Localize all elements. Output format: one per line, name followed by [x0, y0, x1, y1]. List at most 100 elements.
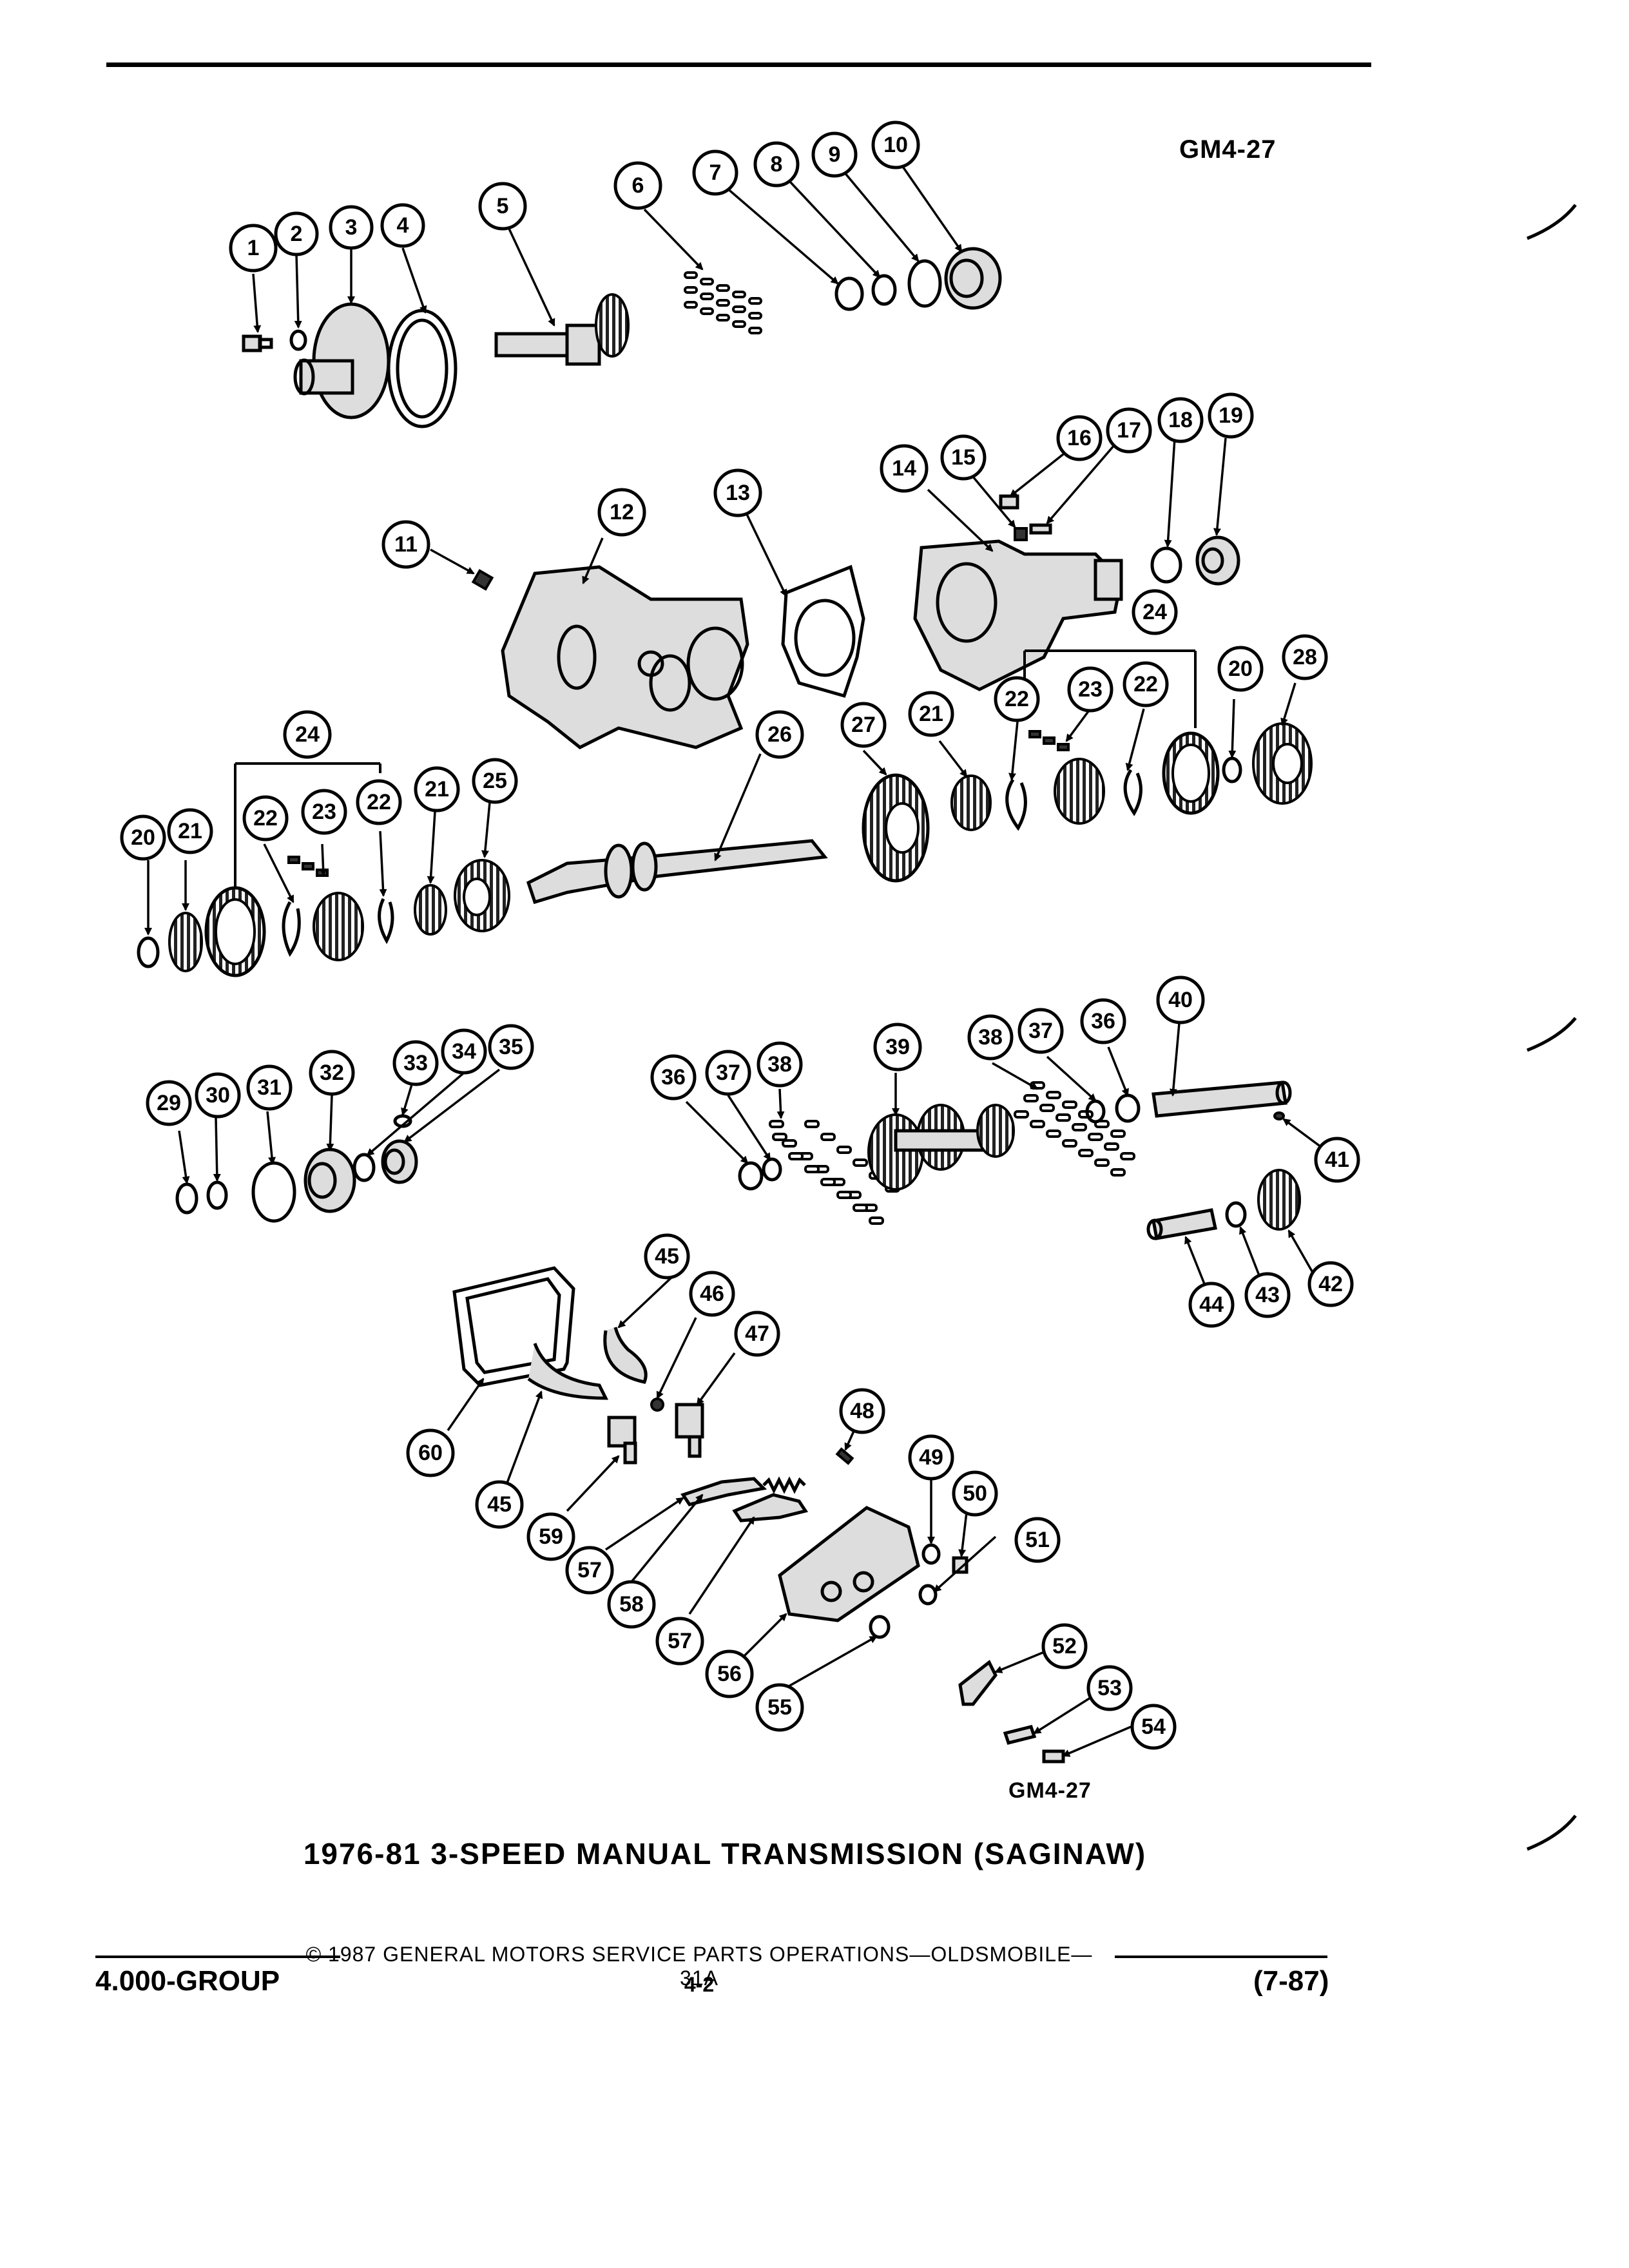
svg-text:22: 22 [1133, 672, 1158, 697]
callout-5: 5 [478, 182, 527, 231]
svg-text:48: 48 [850, 1399, 874, 1423]
svg-text:51: 51 [1025, 1528, 1050, 1552]
part-washer-7 [834, 276, 864, 311]
part-washer-51 [918, 1584, 938, 1606]
part-shift-lever-47 [675, 1403, 704, 1458]
callout-17: 17 [1106, 407, 1152, 454]
svg-text:29: 29 [157, 1091, 181, 1115]
part-washer-2 [289, 329, 307, 351]
callout-37b: 37 [1017, 1008, 1064, 1054]
part-bearing-retainer-3 [293, 302, 390, 419]
svg-text:23: 23 [312, 800, 336, 824]
callout-21a: 21 [167, 808, 213, 854]
svg-text:42: 42 [1318, 1272, 1343, 1296]
svg-text:24: 24 [1142, 600, 1167, 624]
bracket-24a [234, 762, 381, 888]
part-bolt-1 [242, 334, 273, 352]
callout-6: 6 [613, 161, 662, 210]
exploded-view-diagram: 1 2 3 4 5 6 7 8 9 10 11 12 13 14 15 16 1… [120, 120, 1577, 1851]
svg-text:20: 20 [131, 825, 155, 850]
part-detent-cam-59 [607, 1416, 637, 1465]
svg-text:4: 4 [397, 213, 409, 238]
part-screw-17 [1029, 523, 1052, 535]
svg-text:31: 31 [257, 1075, 282, 1100]
part-side-cover-56 [778, 1506, 920, 1622]
callout-19: 19 [1208, 392, 1254, 439]
part-rollers-38a [769, 1120, 900, 1225]
svg-text:9: 9 [829, 142, 841, 167]
callout-22d: 22 [1123, 661, 1169, 707]
svg-text:11: 11 [394, 532, 418, 557]
part-gear-27 [862, 773, 930, 883]
svg-text:57: 57 [577, 1558, 602, 1582]
callout-32: 32 [309, 1050, 355, 1096]
svg-text:41: 41 [1325, 1148, 1349, 1172]
binder-mark-1 [1527, 204, 1577, 240]
part-lever-52 [958, 1660, 998, 1706]
part-spring-58 [762, 1476, 806, 1494]
svg-text:10: 10 [883, 133, 908, 157]
callout-4: 4 [380, 203, 425, 248]
svg-text:49: 49 [919, 1445, 943, 1470]
callout-35: 35 [488, 1024, 534, 1070]
svg-text:43: 43 [1255, 1283, 1280, 1307]
part-washer-29 [175, 1182, 198, 1215]
part-gear-28 [1252, 722, 1313, 805]
callout-13: 13 [713, 468, 762, 517]
callout-54: 54 [1130, 1704, 1177, 1750]
part-pin-48 [835, 1447, 854, 1465]
svg-text:22: 22 [253, 806, 278, 831]
callout-23a: 23 [301, 789, 347, 835]
callout-51: 51 [1014, 1517, 1061, 1563]
callout-50: 50 [952, 1470, 998, 1517]
svg-text:53: 53 [1097, 1676, 1122, 1700]
part-bearing-32 [304, 1148, 356, 1213]
svg-text:22: 22 [367, 790, 391, 814]
svg-text:32: 32 [320, 1061, 344, 1085]
callout-22a: 22 [242, 795, 289, 841]
part-spring-22a [282, 901, 301, 957]
callout-8: 8 [753, 141, 800, 187]
callout-26: 26 [755, 710, 804, 759]
svg-text:58: 58 [619, 1592, 644, 1617]
part-gasket-60 [452, 1266, 575, 1387]
callout-22b: 22 [356, 779, 402, 825]
part-rollers-38b [1014, 1081, 1135, 1177]
callout-23b: 23 [1067, 666, 1113, 713]
svg-text:23: 23 [1078, 677, 1103, 702]
part-idler-gear-42 [1257, 1169, 1301, 1231]
part-seal-19 [1195, 535, 1240, 586]
callout-1: 1 [229, 224, 278, 273]
part-keys-23a [287, 856, 329, 877]
callout-20b: 20 [1217, 646, 1264, 692]
figure-caption: 1976-81 3-SPEED MANUAL TRANSMISSION (SAG… [303, 1837, 1147, 1870]
svg-text:34: 34 [452, 1039, 476, 1064]
part-shift-fork-45a [603, 1327, 648, 1384]
callout-58: 58 [607, 1580, 656, 1629]
part-bolt-49 [921, 1543, 941, 1565]
callout-56: 56 [705, 1649, 754, 1698]
part-bolt-54 [1042, 1749, 1065, 1763]
part-reverse-idler-shaft-44 [1146, 1208, 1217, 1240]
part-washer-30 [206, 1180, 228, 1210]
part-washer-36a [738, 1161, 764, 1191]
part-bolt-16 [999, 494, 1019, 510]
svg-text:30: 30 [206, 1083, 230, 1108]
svg-text:24: 24 [295, 722, 320, 747]
callout-30: 30 [195, 1072, 241, 1119]
part-ring-34 [352, 1153, 376, 1182]
callout-48: 48 [839, 1388, 885, 1434]
part-snap-ring-9 [907, 259, 942, 308]
callout-39: 39 [873, 1023, 922, 1072]
svg-text:8: 8 [771, 152, 783, 177]
callout-7: 7 [692, 149, 738, 196]
part-transmission-case-12 [501, 565, 749, 749]
callout-59: 59 [526, 1512, 575, 1561]
svg-text:25: 25 [483, 769, 507, 793]
callout-55: 55 [755, 1683, 804, 1732]
part-seal-55 [869, 1615, 891, 1639]
svg-text:16: 16 [1067, 426, 1092, 450]
part-spring-22d [1123, 769, 1142, 816]
callout-16: 16 [1056, 415, 1103, 461]
svg-text:50: 50 [963, 1481, 987, 1506]
